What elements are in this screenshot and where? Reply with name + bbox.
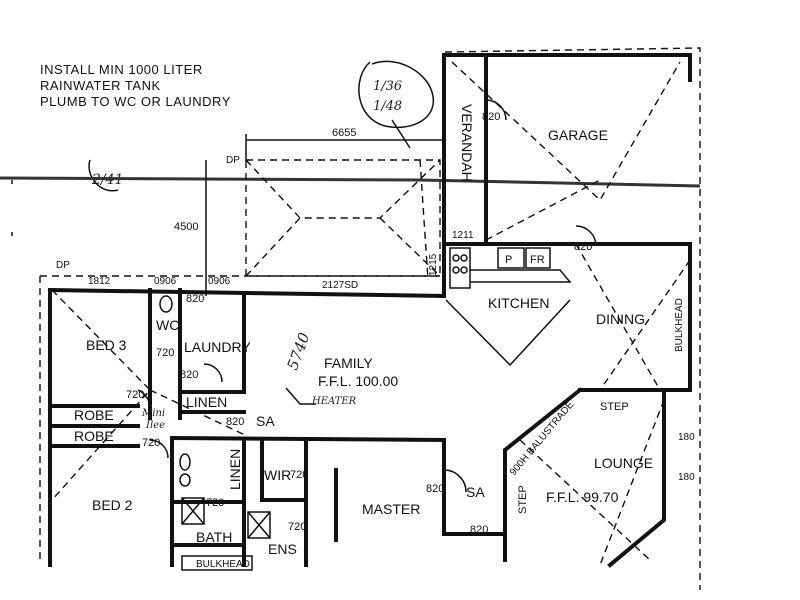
laundry-door-swing <box>203 363 223 383</box>
lounge: LOUNGE F.F.L. 99.70 STEP STEP 900H BALUS… <box>503 387 695 568</box>
sa-door-label: 820 <box>226 416 244 428</box>
dim-180a-label: 180 <box>678 432 695 443</box>
handwritten-bed-note-a: Mini <box>141 408 165 419</box>
dim-1211-label: 1211 <box>452 230 474 241</box>
bath-basin-icon <box>179 453 191 471</box>
garage: GARAGE 820 <box>442 53 692 242</box>
wc-door-label: 820 <box>186 293 204 305</box>
dim-0906b-label: 0906 <box>208 276 231 287</box>
robe1-label: ROBE <box>74 407 114 423</box>
note-line-1: INSTALL MIN 1000 LITER <box>40 62 203 77</box>
linen2-label: LINEN <box>227 449 243 490</box>
bulkhead-label: BULKHEAD <box>674 298 685 352</box>
dim-180b-label: 180 <box>678 472 695 483</box>
bed3-label: BED 3 <box>86 337 127 353</box>
dp-left-label: DP <box>56 260 70 271</box>
dimension-4500: 4500 <box>174 160 207 296</box>
dim-1215-label: 1215 <box>428 253 439 276</box>
family-label: FAMILY <box>324 355 373 371</box>
rainwater-note: INSTALL MIN 1000 LITER RAINWATER TANK PL… <box>40 62 231 109</box>
dim-2127sd-label: 2127SD <box>322 280 358 291</box>
dim-6655-label: 6655 <box>332 127 356 139</box>
master-label: MASTER <box>362 501 420 517</box>
handwritten-scribble <box>88 159 119 192</box>
kitchen-label: KITCHEN <box>488 295 549 311</box>
bed2-label: BED 2 <box>92 497 133 513</box>
bulkhead-bottom-label: BULKHEAD <box>196 559 250 570</box>
garage-door-label: 820 <box>482 111 500 123</box>
garage-label: GARAGE <box>548 127 608 143</box>
handwritten-fraction-b: 1/48 <box>373 99 402 114</box>
bed2-door-label: 720 <box>142 437 160 449</box>
wir-door-label: 720 <box>290 469 308 481</box>
sa2-label: SA <box>466 484 485 500</box>
family-ffl-label: F.F.L. 100.00 <box>318 373 398 389</box>
heater-mark <box>285 387 316 405</box>
house-walls <box>47 287 507 567</box>
dim-0906a-label: 0906 <box>154 276 177 287</box>
handwritten-bed-note-b: Ilee <box>145 420 165 431</box>
dimension-6655: 6655 <box>245 127 445 162</box>
master-door-label: 820 <box>426 483 444 495</box>
ens-shower-icon <box>247 511 271 539</box>
laundry-door-label: 820 <box>180 369 198 381</box>
handwritten-fraction-circle: 1/36 1/48 <box>358 60 435 149</box>
boundary-line <box>0 176 701 188</box>
ens-label: ENS <box>268 541 297 557</box>
linen1-label: LINEN <box>186 394 227 410</box>
dining: DINING 820 BULKHEAD <box>574 225 692 392</box>
toilet-icon <box>159 295 173 313</box>
dim-1812-label: 1812 <box>88 276 111 287</box>
note-line-3: PLUMB TO WC OR LAUNDRY <box>40 94 231 109</box>
pantry-fr-label: FR <box>530 254 545 266</box>
dim-4500-label: 4500 <box>174 221 198 233</box>
bed3-door-label: 720 <box>126 389 144 401</box>
dining-label: DINING <box>596 311 645 327</box>
wc-label: WC <box>156 317 179 333</box>
master-door-swing <box>443 469 467 493</box>
dp-top-label: DP <box>226 155 240 166</box>
step1-label: STEP <box>600 401 629 413</box>
bath-shower-icon <box>181 497 205 525</box>
handwritten-heater: HEATER <box>311 396 357 407</box>
lounge-label: LOUNGE <box>594 455 653 471</box>
lounge-ffl-label: F.F.L. 99.70 <box>546 489 619 505</box>
bed2-door-swing <box>149 439 169 459</box>
note-line-2: RAINWATER TANK <box>40 78 161 93</box>
wc-side-door-label: 720 <box>156 347 174 359</box>
lot-boundary <box>444 47 701 590</box>
step2-label: STEP <box>517 485 529 514</box>
bed3-door-swing <box>137 389 151 411</box>
dining-door-label: 820 <box>574 241 592 253</box>
robe2-label: ROBE <box>74 428 114 444</box>
ens-door-label: 720 <box>288 521 306 533</box>
bath-label: BATH <box>196 529 232 545</box>
laundry-label: LAUNDRY <box>184 339 251 355</box>
kitchen: KITCHEN P FR 1211 1215 <box>428 230 692 367</box>
bath-door-label: 720 <box>206 497 224 509</box>
handwritten-fraction-a: 1/36 <box>373 79 402 94</box>
sa1-label: SA <box>256 413 275 429</box>
pantry-p-label: P <box>505 254 512 266</box>
wir-label: WIR <box>264 467 291 483</box>
lounge-door-label: 820 <box>470 524 488 536</box>
handwritten-family-figure: 5740 <box>284 330 314 372</box>
verandah-label: VERANDAH <box>459 104 475 182</box>
